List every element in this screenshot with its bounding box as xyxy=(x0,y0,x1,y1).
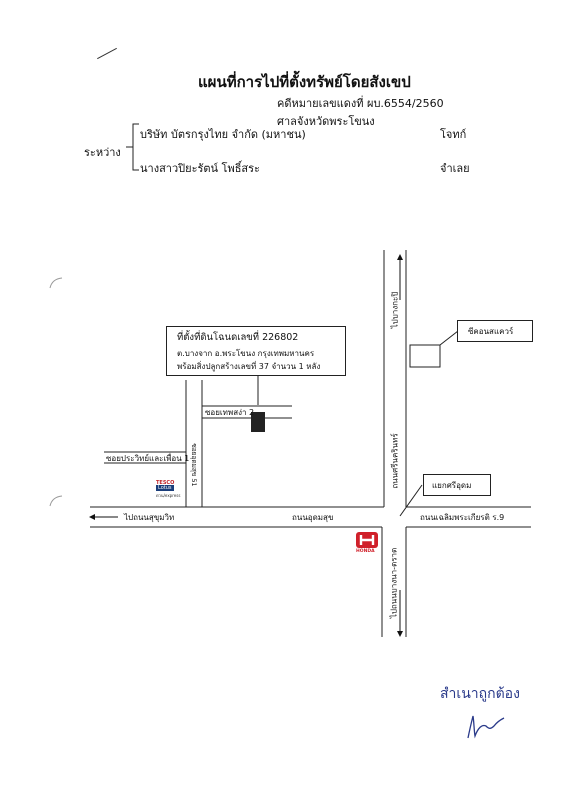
to-bangkapi-label: ไปบางกะปิ xyxy=(390,291,400,329)
court-name: ศาลจังหวัดพระโขนง xyxy=(277,115,375,128)
road-srinakarin-label: ถนนศรีนครินทร์ xyxy=(390,433,400,489)
seacon-building xyxy=(409,344,441,368)
honda-h-icon xyxy=(356,532,378,548)
lotus-logo-text: Lotus xyxy=(156,485,174,491)
to-bangna-label: ไปถนนบางนา-ตราด xyxy=(389,547,399,619)
honda-logo: HONDA xyxy=(355,531,379,555)
to-sukhumvit-label: ไปถนนสุขุมวิท xyxy=(124,513,175,522)
soi-prawet-label: ซอยประวิทย์และเพื่อน 1 xyxy=(106,454,190,463)
tesco-lotus-logo: TESCO Lotus ด่วน/express xyxy=(156,480,184,498)
defendant-name: นางสาวปิยะรัตน์ โพธิ์สระ xyxy=(140,162,260,175)
punch-hole-mark-bottom xyxy=(49,495,63,507)
seacon-label: ซีคอนสแควร์ xyxy=(468,327,514,336)
road-chaloem-label: ถนนเฉลิมพระเกียรติ ร.9 xyxy=(420,513,505,522)
plaintiff-role: โจทก์ xyxy=(440,128,467,141)
punch-hole-mark-top xyxy=(49,277,63,289)
junction-label: แยกศรีอุดม xyxy=(432,481,472,490)
soi-thepsang2-label: ซอยเทพสง่า 2 xyxy=(205,408,255,417)
certified-copy-stamp: สำเนาถูกต้อง xyxy=(440,686,520,702)
junction-label-box: แยกศรีอุดม xyxy=(423,474,491,496)
between-label: ระหว่าง xyxy=(84,146,121,159)
property-line-1: ที่ตั้งที่ดินโฉนดเลขที่ 226802 xyxy=(177,332,299,343)
tesco-logo-text: TESCO xyxy=(156,480,175,486)
defendant-role: จำเลย xyxy=(440,162,470,175)
page-title: แผนที่การไปที่ตั้งทรัพย์โดยสังเขป xyxy=(198,73,411,91)
honda-logo-text: HONDA xyxy=(356,549,375,554)
plaintiff-name: บริษัท บัตรกรุงไทย จำกัด (มหาชน) xyxy=(140,128,306,141)
property-building-marker xyxy=(251,412,265,432)
property-line-2: ต.บางจาก อ.พระโขนง กรุงเทพมหานคร xyxy=(177,349,315,358)
soi-udomsuk51-label: ซอยอุดมสุข 51 xyxy=(190,443,198,487)
road-udomsuk-label: ถนนอุดมสุข xyxy=(292,513,334,522)
case-number: คดีหมายเลขแดงที่ ผบ.6554/2560 xyxy=(277,97,444,110)
seacon-label-box: ซีคอนสแควร์ xyxy=(457,320,533,342)
parties-bracket xyxy=(126,123,139,171)
property-info-box: ที่ตั้งที่ดินโฉนดเลขที่ 226802 ต.บางจาก … xyxy=(166,326,346,376)
express-logo-text: ด่วน/express xyxy=(156,493,181,498)
signature xyxy=(467,715,505,739)
property-line-3: พร้อมสิ่งปลูกสร้างเลขที่ 37 จำนวน 1 หลัง xyxy=(177,362,321,371)
